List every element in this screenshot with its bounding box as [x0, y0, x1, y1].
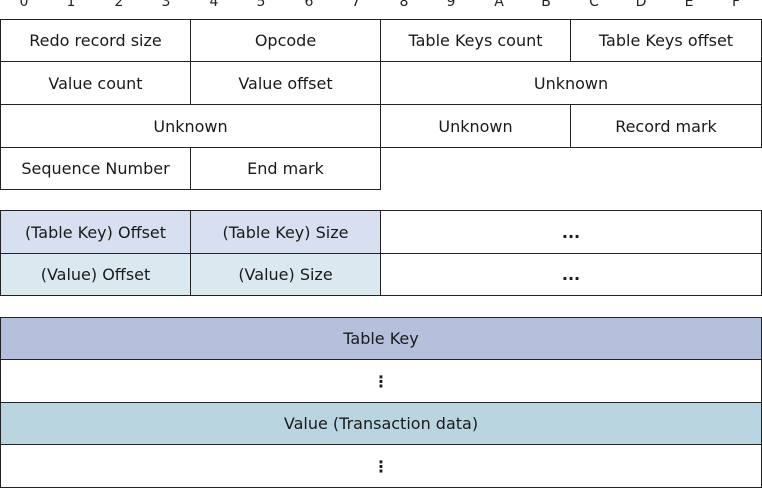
sequence-number-field: Sequence Number	[0, 147, 191, 190]
continuation-ellipsis: ...	[380, 253, 762, 296]
ruler-tick: A	[494, 0, 504, 10]
ruler-tick: 8	[399, 0, 409, 10]
ruler-tick: 9	[446, 0, 456, 10]
ruler-tick: 0	[19, 0, 29, 10]
unknown-field: Unknown	[380, 104, 571, 148]
redo-record-size-field: Redo record size	[0, 19, 191, 62]
opcode-field: Opcode	[190, 19, 381, 62]
ruler-tick: 1	[66, 0, 76, 10]
ruler-tick: F	[731, 0, 741, 10]
ruler-tick: B	[541, 0, 551, 10]
table-key-offset-field: (Table Key) Offset	[0, 210, 191, 254]
ruler-tick: 6	[304, 0, 314, 10]
table-key-size-field: (Table Key) Size	[190, 210, 381, 254]
ruler-tick: 7	[351, 0, 361, 10]
ruler-tick: 3	[161, 0, 171, 10]
table-key-data: Table Key	[0, 317, 762, 360]
unknown-field: Unknown	[0, 104, 381, 148]
ruler-tick: 2	[114, 0, 124, 10]
ruler-tick: E	[684, 0, 694, 10]
byte-offset-ruler: 0 1 2 3 4 5 6 7 8 9 A B C D E F	[0, 0, 762, 12]
ruler-tick: C	[589, 0, 599, 10]
table-keys-offset-field: Table Keys offset	[570, 19, 762, 62]
vertical-ellipsis: ⋮	[0, 359, 762, 403]
continuation-ellipsis: ...	[380, 210, 762, 254]
vertical-ellipsis: ⋮	[0, 444, 762, 488]
ruler-tick: D	[635, 0, 647, 10]
unknown-field: Unknown	[380, 61, 762, 105]
value-count-field: Value count	[0, 61, 191, 105]
end-mark-field: End mark	[190, 147, 381, 190]
ruler-tick: 4	[209, 0, 219, 10]
value-offset-field: Value offset	[190, 61, 381, 105]
ruler-tick: 5	[256, 0, 266, 10]
value-offset-entry-field: (Value) Offset	[0, 253, 191, 296]
record-mark-field: Record mark	[570, 104, 762, 148]
table-keys-count-field: Table Keys count	[380, 19, 571, 62]
value-transaction-data: Value (Transaction data)	[0, 402, 762, 445]
value-size-field: (Value) Size	[190, 253, 381, 296]
